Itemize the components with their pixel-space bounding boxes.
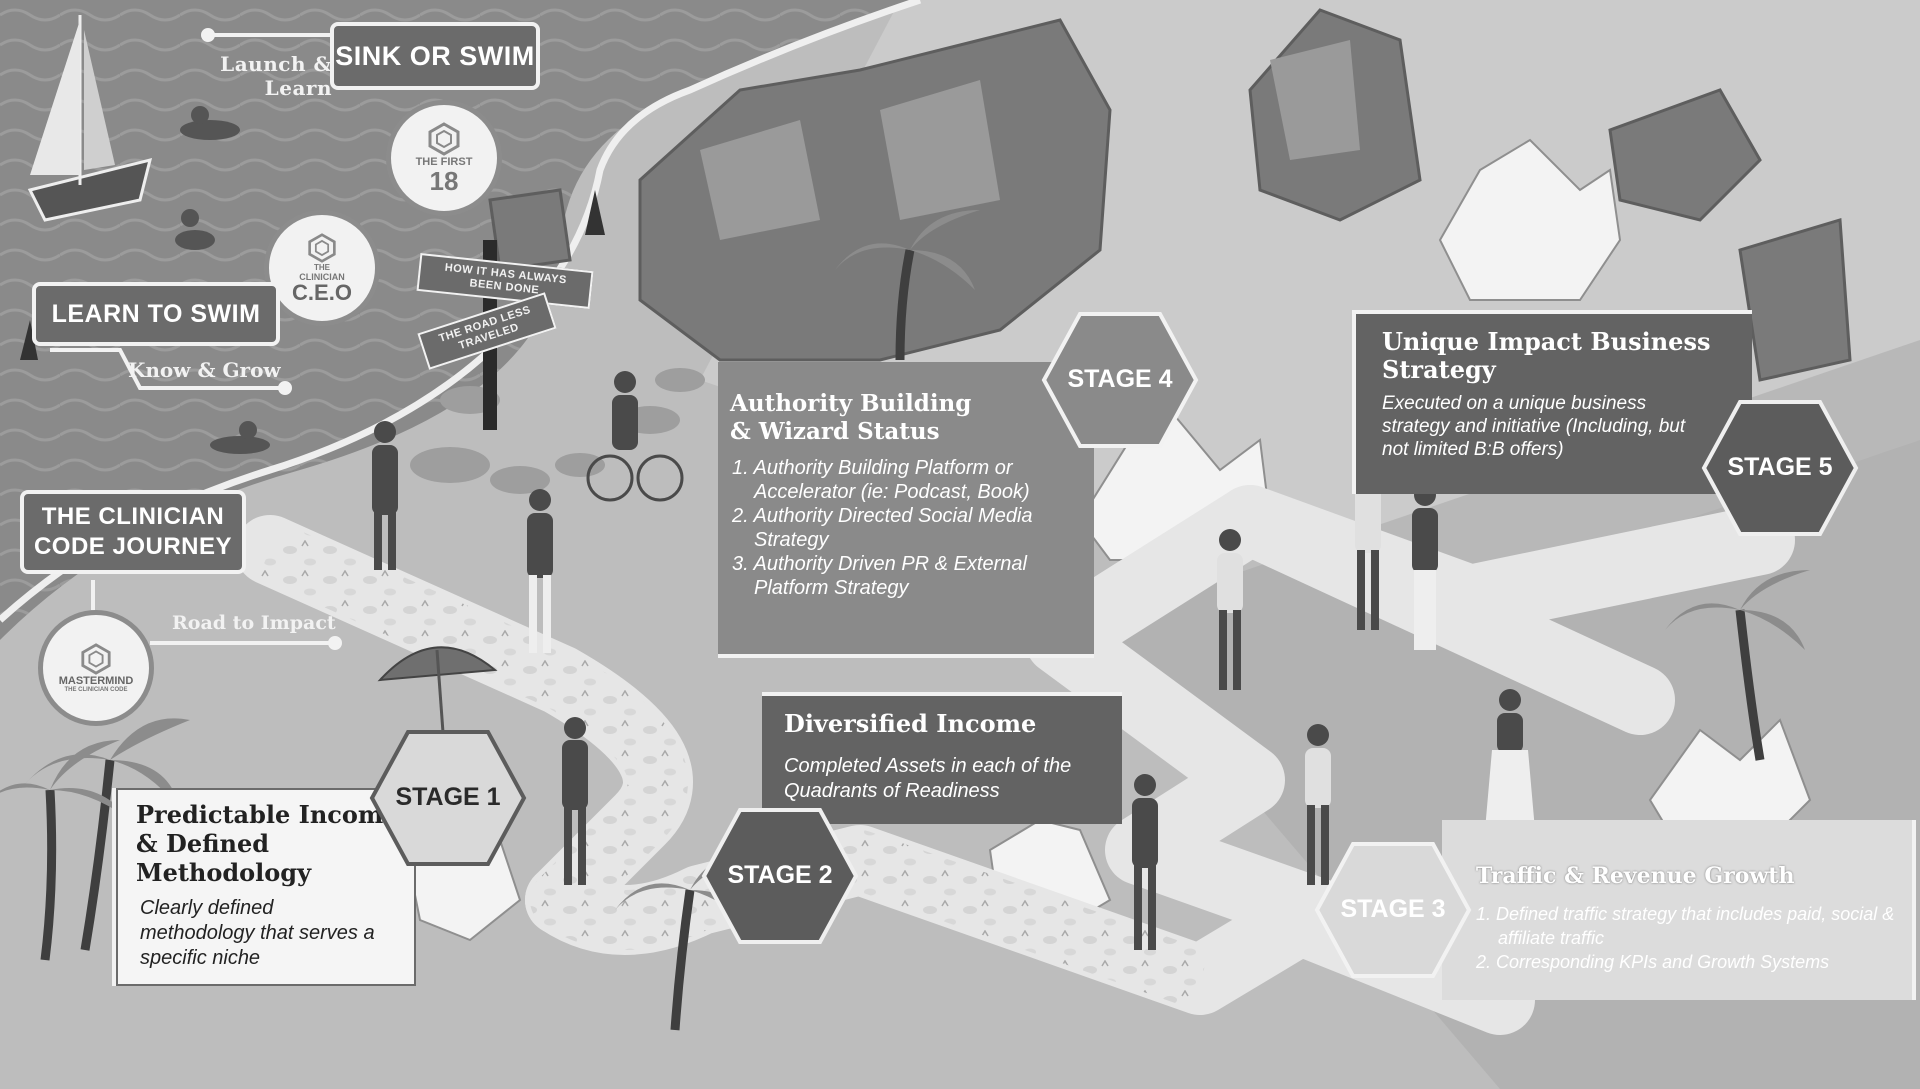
stage-5-card: Unique Impact Business Strategy Executed…	[1352, 310, 1752, 494]
stage-1-hexagon	[369, 730, 527, 866]
stage-2-card: Diversified Income Completed Assets in e…	[762, 692, 1122, 824]
stage-4-item-2: 2. Authority Directed Social Media Strat…	[732, 505, 1033, 551]
stage-3-title: Traffic & Revenue Growth	[1476, 863, 1795, 889]
stage-3-list: 1. Defined traffic strategy that include…	[1476, 902, 1896, 974]
stage-4-hexagon	[1041, 312, 1199, 448]
stage-4-item-3: 3. Authority Driven PR & External Platfo…	[732, 553, 1027, 599]
the-first-18-circle: THE FIRST 18	[386, 100, 502, 216]
stage-3-label: STAGE 3	[1340, 895, 1446, 923]
stage-4-card: Authority Building & Wizard Status 1. Au…	[718, 362, 1094, 658]
stage-4-list: 1. Authority Building Platform or Accele…	[732, 456, 1082, 600]
hexagon-globe-icon	[428, 122, 460, 156]
sink-or-swim-badge: SINK OR SWIM	[330, 22, 540, 90]
mastermind-line1: MASTERMIND	[58, 675, 134, 687]
stage-5-hexagon	[1701, 400, 1859, 536]
stage-3-item-2: 2. Corresponding KPIs and Growth Systems	[1476, 952, 1830, 972]
stage-1-body: Clearly defined methodology that serves …	[140, 897, 375, 969]
ceo-line2: CLINICIAN	[299, 271, 345, 282]
ceo-line1: THE	[314, 262, 330, 272]
stage-1-card: Predictable Income & Defined Methodology…	[112, 788, 416, 986]
stage-2-label: STAGE 2	[727, 861, 833, 889]
stage-4-title: Authority Building & Wizard Status	[730, 390, 972, 445]
road-to-impact-label: Road to Impact	[172, 612, 336, 634]
stage-3-card: Traffic & Revenue Growth 1. Defined traf…	[1442, 820, 1916, 1000]
stage-3-item-1: 1. Defined traffic strategy that include…	[1476, 904, 1895, 948]
launch-learn-label: Launch & Learn	[220, 52, 332, 100]
know-grow-label: Know & Grow	[128, 358, 281, 382]
stage-2-body: Completed Assets in each of the Quadrant…	[784, 755, 1072, 802]
stage-1-title: Predictable Income & Defined Methodology	[136, 800, 399, 887]
hexagon-globe-icon	[81, 643, 111, 675]
stage-1-label: STAGE 1	[395, 783, 501, 811]
hexagon-globe-icon	[308, 232, 336, 263]
ceo-line3: C.E.O	[292, 279, 352, 305]
mastermind-line2: THE CLINICIAN CODE	[64, 687, 128, 693]
journey-title-badge: THE CLINICIAN CODE JOURNEY	[20, 490, 246, 574]
stage-5-body: Executed on a unique business strategy a…	[1382, 393, 1686, 460]
learn-to-swim-badge: LEARN TO SWIM	[32, 282, 280, 346]
stage-4-item-1: 1. Authority Building Platform or Accele…	[732, 457, 1030, 503]
stage-4-label: STAGE 4	[1067, 365, 1173, 393]
first-18-line1: THE FIRST	[415, 156, 473, 168]
mastermind-circle: MASTERMIND THE CLINICIAN CODE	[38, 610, 154, 726]
stage-5-label: STAGE 5	[1727, 453, 1833, 481]
stage-5-title: Unique Impact Business Strategy	[1382, 327, 1711, 384]
stage-2-title: Diversified Income	[784, 709, 1037, 738]
stage-2-hexagon	[701, 808, 859, 944]
clinician-ceo-circle: THE CLINICIAN C.E.O	[264, 210, 380, 326]
stage-3-hexagon	[1314, 842, 1472, 978]
first-18-line2: 18	[429, 166, 459, 196]
